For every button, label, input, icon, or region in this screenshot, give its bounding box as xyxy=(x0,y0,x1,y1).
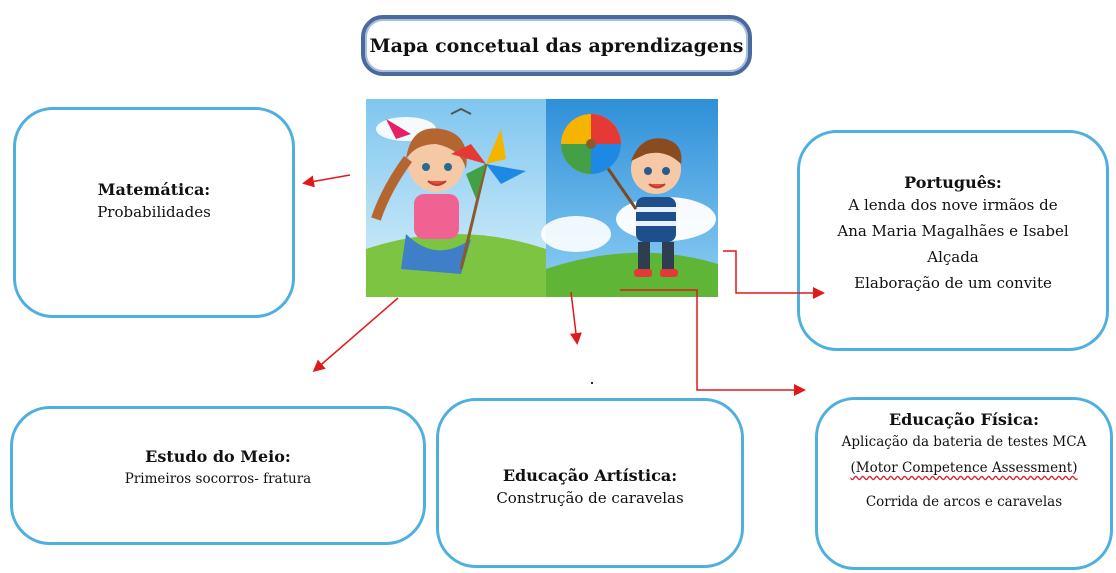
arrow-to-estudo-do-meio xyxy=(312,297,399,372)
arrow-to-matematica xyxy=(302,174,351,188)
node-line: Corrida de arcos e caravelas xyxy=(865,494,1063,510)
node-line: Alçada xyxy=(927,248,979,266)
node-heading: Educação Artística: xyxy=(502,466,678,485)
arrow-to-educacao-artistica xyxy=(569,291,582,345)
node-educacao-artistica: Educação Artística: Construção de carave… xyxy=(436,398,744,568)
node-heading: Estudo do Meio: xyxy=(145,447,291,466)
node-heading: Português: xyxy=(904,173,1002,192)
node-heading: Educação Física: xyxy=(888,410,1039,429)
node-line: Construção de caravelas xyxy=(496,489,684,507)
children-with-pinwheels-illustration xyxy=(366,99,718,297)
node-line: Aplicação da bateria de testes MCA xyxy=(841,434,1087,450)
node-portugues: Português: A lenda dos nove irmãos de An… xyxy=(797,130,1109,351)
node-matematica: Matemática: Probabilidades xyxy=(13,107,295,318)
node-educacao-fisica: Educação Física: Aplicação da bateria de… xyxy=(815,397,1113,570)
stray-dot xyxy=(591,382,593,384)
node-line: Elaboração de um convite xyxy=(854,274,1052,292)
title-box: Mapa concetual das aprendizagens xyxy=(361,15,752,76)
node-heading: Matemática: xyxy=(97,180,211,199)
arrow-to-educacao-fisica xyxy=(620,289,806,396)
diagram-title: Mapa concetual das aprendizagens xyxy=(369,34,744,57)
node-line: Probabilidades xyxy=(97,203,211,221)
center-illustration xyxy=(366,99,718,297)
node-line: (Motor Competence Assessment) xyxy=(850,460,1078,476)
node-estudo-do-meio: Estudo do Meio: Primeiros socorros- frat… xyxy=(10,406,426,545)
node-line: Primeiros socorros- fratura xyxy=(124,471,312,487)
node-line: Ana Maria Magalhães e Isabel xyxy=(837,222,1069,240)
node-line: A lenda dos nove irmãos de xyxy=(848,196,1058,214)
